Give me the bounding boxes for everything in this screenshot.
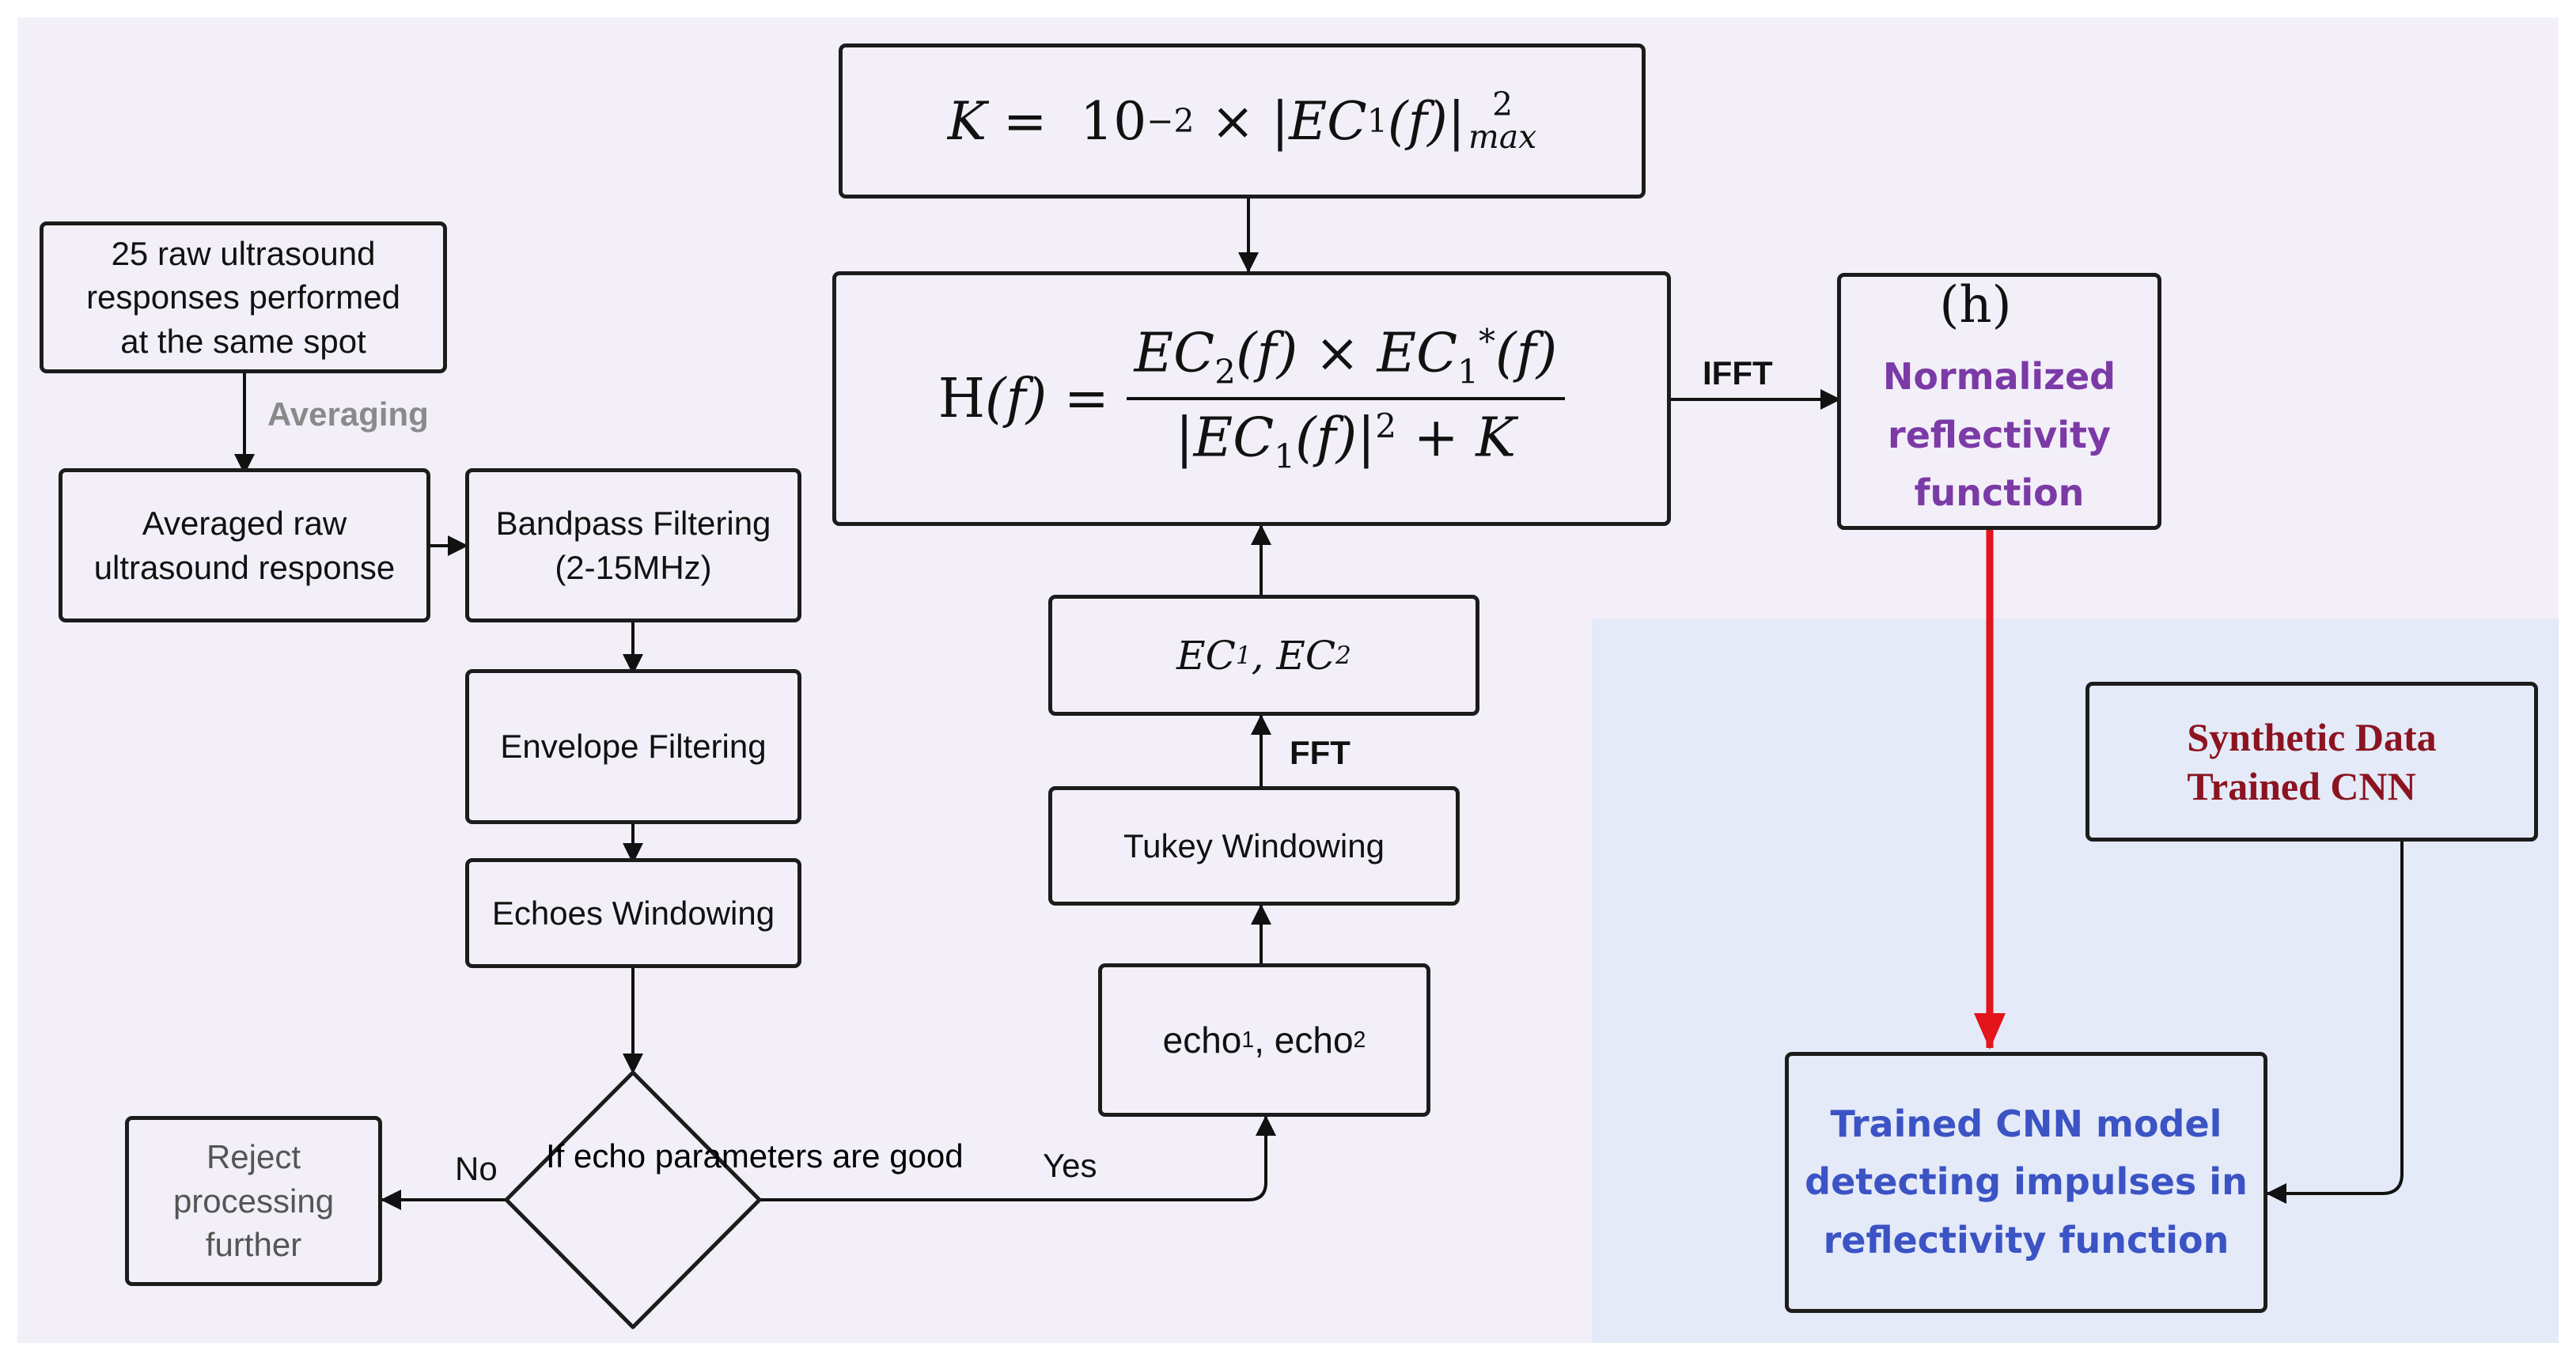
decision-diamond-shape: [504, 1070, 762, 1330]
tukey-windowing-box: Tukey Windowing: [1048, 786, 1460, 906]
fft-label: FFT: [1290, 734, 1351, 771]
yes-label: Yes: [1043, 1147, 1097, 1184]
bandpass-filter-box: Bandpass Filtering (2-15MHz): [465, 468, 801, 622]
h-symbol: (h): [1939, 276, 2012, 335]
envelope-filter-box: Envelope Filtering: [465, 669, 801, 824]
ifft-label: IFFT: [1703, 354, 1773, 392]
decision-text: If echo parameters are good: [546, 1136, 964, 1178]
arrow-synthetic-to-cnn: [2266, 842, 2404, 1204]
synthetic-cnn-box: Synthetic Data Trained CNN: [2085, 682, 2538, 842]
reject-box: Reject processing further: [125, 1116, 382, 1286]
trained-cnn-text: Trained CNN model detecting impulses in …: [1805, 1102, 2248, 1262]
reflectivity-text: Normalized reflectivity function: [1882, 355, 2116, 515]
no-label: No: [455, 1150, 498, 1187]
trained-cnn-box: Trained CNN model detecting impulses in …: [1785, 1052, 2267, 1313]
h-formula-box: H(f) = EC2(f) × EC1*(f) |EC1(f)|2 + K: [832, 271, 1671, 526]
synthetic-cnn-text: Synthetic Data Trained CNN: [2187, 714, 2437, 809]
echoes-windowing-box: Echoes Windowing: [465, 858, 801, 968]
arrow-decision-to-echo-pair: [760, 1115, 1276, 1201]
raw-responses-box: 25 raw ultrasound responses performed at…: [40, 221, 447, 373]
averaging-label: Averaging: [267, 395, 429, 433]
averaged-response-box: Averaged raw ultrasound response: [59, 468, 430, 622]
reflectivity-function-box: (h) Normalized reflectivity function: [1837, 273, 2161, 530]
